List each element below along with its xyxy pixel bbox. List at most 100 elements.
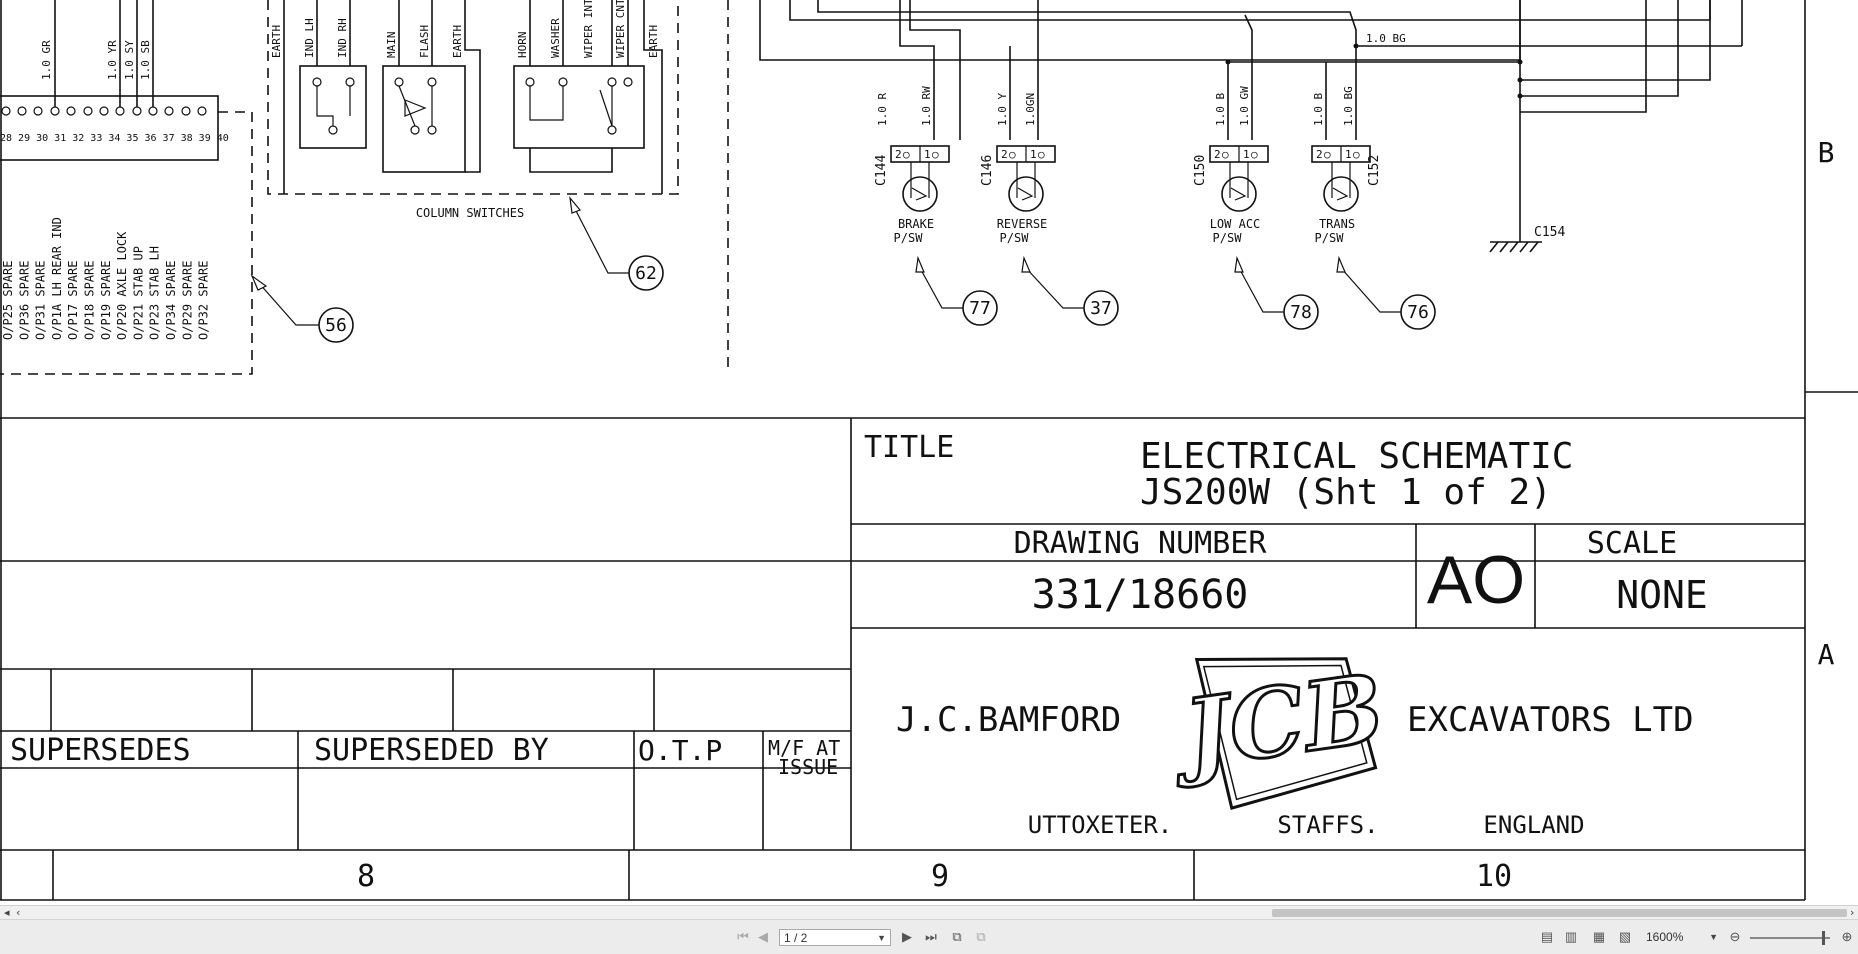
page-forward-icon[interactable]: ⧉ <box>976 929 986 944</box>
chevron-down-icon: ▼ <box>877 933 886 943</box>
zoom-in-icon[interactable]: ⊕ <box>1841 929 1853 944</box>
callout-number: 78 <box>1290 302 1312 323</box>
output-label: O/P21 STAB UP <box>131 246 145 340</box>
output-label: O/P29 SPARE <box>180 261 194 340</box>
output-label: O/P32 SPARE <box>197 261 211 340</box>
output-label: O/P20 AXLE LOCK <box>115 231 129 340</box>
svg-text:1: 1 <box>924 148 931 161</box>
chevron-left-icon[interactable]: ‹ <box>16 906 21 919</box>
single-page-view-icon[interactable]: ▤ <box>1540 929 1554 944</box>
wire-label: 1.0 Y <box>996 93 1009 126</box>
terminal-wire-label: 1.0 SY <box>123 40 136 80</box>
page-indicator: 1 / 2 <box>784 931 808 945</box>
wire-label: 1.0 BG <box>1366 32 1406 45</box>
page-back-icon[interactable]: ⧉ <box>952 929 962 944</box>
connector-label: C154 <box>1534 225 1565 240</box>
svg-text:2: 2 <box>1214 148 1221 161</box>
zoom-selector[interactable]: 1600% ▼ <box>1646 928 1722 946</box>
title-line-1: ELECTRICAL SCHEMATIC <box>1140 436 1573 477</box>
terminal-wire-label: 1.0 YR <box>106 40 119 80</box>
address-county: STAFFS. <box>1277 811 1378 839</box>
last-page-icon[interactable]: ⏭ <box>925 929 937 944</box>
column-switches-label: COLUMN SWITCHES <box>416 206 524 220</box>
column-switch-label: WASHER <box>549 18 562 58</box>
zone-column-8: 8 <box>357 859 375 894</box>
column-switch-label: MAIN <box>385 32 398 59</box>
first-page-icon[interactable]: ⏮ <box>737 929 749 944</box>
two-page-continuous-icon[interactable]: ▧ <box>1618 929 1632 944</box>
terminal-wire-label: 1.0 GR <box>40 40 53 80</box>
connector-label: C152 <box>1367 155 1382 186</box>
wire-label: 1.0 B <box>1312 93 1325 126</box>
column-switch-label: IND LH <box>303 18 316 58</box>
svg-text:○: ○ <box>1251 148 1258 161</box>
viewer-status-bar: ⏮ ◀ 1 / 2 ▼ ▶ ⏭ ⧉ ⧉ ▤ ▥ ▦ ▧ 1600% ▼ ⊖ ⊕ <box>0 919 1858 954</box>
zoom-slider-thumb[interactable] <box>1822 931 1825 945</box>
switch-name: LOW ACC <box>1210 217 1261 231</box>
scale-value: NONE <box>1616 573 1708 617</box>
switch-name: REVERSE <box>997 217 1048 231</box>
drawing-canvas[interactable]: 28 29 30 31 32 33 34 35 36 37 38 39 40 1… <box>0 0 1858 905</box>
output-label: O/P19 SPARE <box>99 261 113 340</box>
chevron-down-icon: ▼ <box>1709 932 1718 942</box>
scrollbar-thumb[interactable] <box>1272 909 1847 917</box>
two-page-view-icon[interactable]: ▦ <box>1592 929 1606 944</box>
zoom-out-icon[interactable]: ⊖ <box>1729 929 1741 944</box>
company-name-right: EXCAVATORS LTD <box>1407 700 1694 740</box>
zoom-slider[interactable] <box>1750 937 1830 939</box>
column-switch-label: FLASH <box>418 25 431 58</box>
jcb-logo: JCB <box>1162 652 1392 810</box>
column-switch-label: EARTH <box>647 25 660 58</box>
mf-label: ISSUE <box>778 755 838 779</box>
svg-text:2: 2 <box>1316 148 1323 161</box>
chevron-right-icon[interactable]: › <box>1850 906 1855 919</box>
svg-text:○: ○ <box>1009 148 1016 161</box>
connector-label: C150 <box>1193 155 1208 186</box>
supersedes-label: SUPERSEDES <box>10 733 191 768</box>
switch-type: P/SW <box>894 231 924 245</box>
output-label: O/P23 STAB LH <box>148 246 162 340</box>
column-switch-label: HORN <box>516 32 529 59</box>
scroll-left-icon[interactable]: ◂ <box>4 906 10 919</box>
callout-number: 76 <box>1407 302 1429 323</box>
callout-number: 62 <box>635 263 657 284</box>
svg-text:○: ○ <box>932 148 939 161</box>
title-label: TITLE <box>864 430 954 465</box>
column-switch-label: WIPER INT <box>582 0 595 58</box>
output-label: O/P31 SPARE <box>34 261 48 340</box>
terminal-numbers: 28 29 30 31 32 33 34 35 36 37 38 39 40 <box>0 133 229 144</box>
otp-label: O.T.P <box>638 734 722 767</box>
switch-type: P/SW <box>1213 231 1243 245</box>
column-switch-label: EARTH <box>451 25 464 58</box>
previous-page-icon[interactable]: ◀ <box>758 929 768 944</box>
horizontal-scrollbar[interactable]: ◂ ‹ › <box>0 905 1858 920</box>
callout-number: 56 <box>325 315 347 336</box>
next-page-icon[interactable]: ▶ <box>902 929 912 944</box>
zone-column-9: 9 <box>931 859 949 894</box>
svg-text:1: 1 <box>1030 148 1037 161</box>
address-town: UTTOXETER. <box>1028 811 1173 839</box>
continuous-view-icon[interactable]: ▥ <box>1564 929 1578 944</box>
page-selector[interactable]: 1 / 2 ▼ <box>779 929 891 946</box>
svg-text:1: 1 <box>1243 148 1250 161</box>
output-label: O/P34 SPARE <box>164 261 178 340</box>
column-switch-label: EARTH <box>270 25 283 58</box>
svg-text:2: 2 <box>895 148 902 161</box>
svg-text:○: ○ <box>1353 148 1360 161</box>
scale-label: SCALE <box>1587 526 1677 561</box>
connector-label: C146 <box>980 155 995 186</box>
wire-label: 1.0 BG <box>1342 86 1355 126</box>
terminal-wire-label: 1.0 SB <box>139 40 152 80</box>
output-label: O/P25 SPARE <box>1 261 15 340</box>
sheet-size: AO <box>1427 542 1525 618</box>
address-country: ENGLAND <box>1483 811 1584 839</box>
drawing-number: 331/18660 <box>1032 572 1249 618</box>
svg-text:○: ○ <box>1324 148 1331 161</box>
zoom-level: 1600% <box>1646 930 1684 944</box>
mf-label: M/F AT <box>768 736 840 760</box>
company-name-left: J.C.BAMFORD <box>896 700 1121 740</box>
